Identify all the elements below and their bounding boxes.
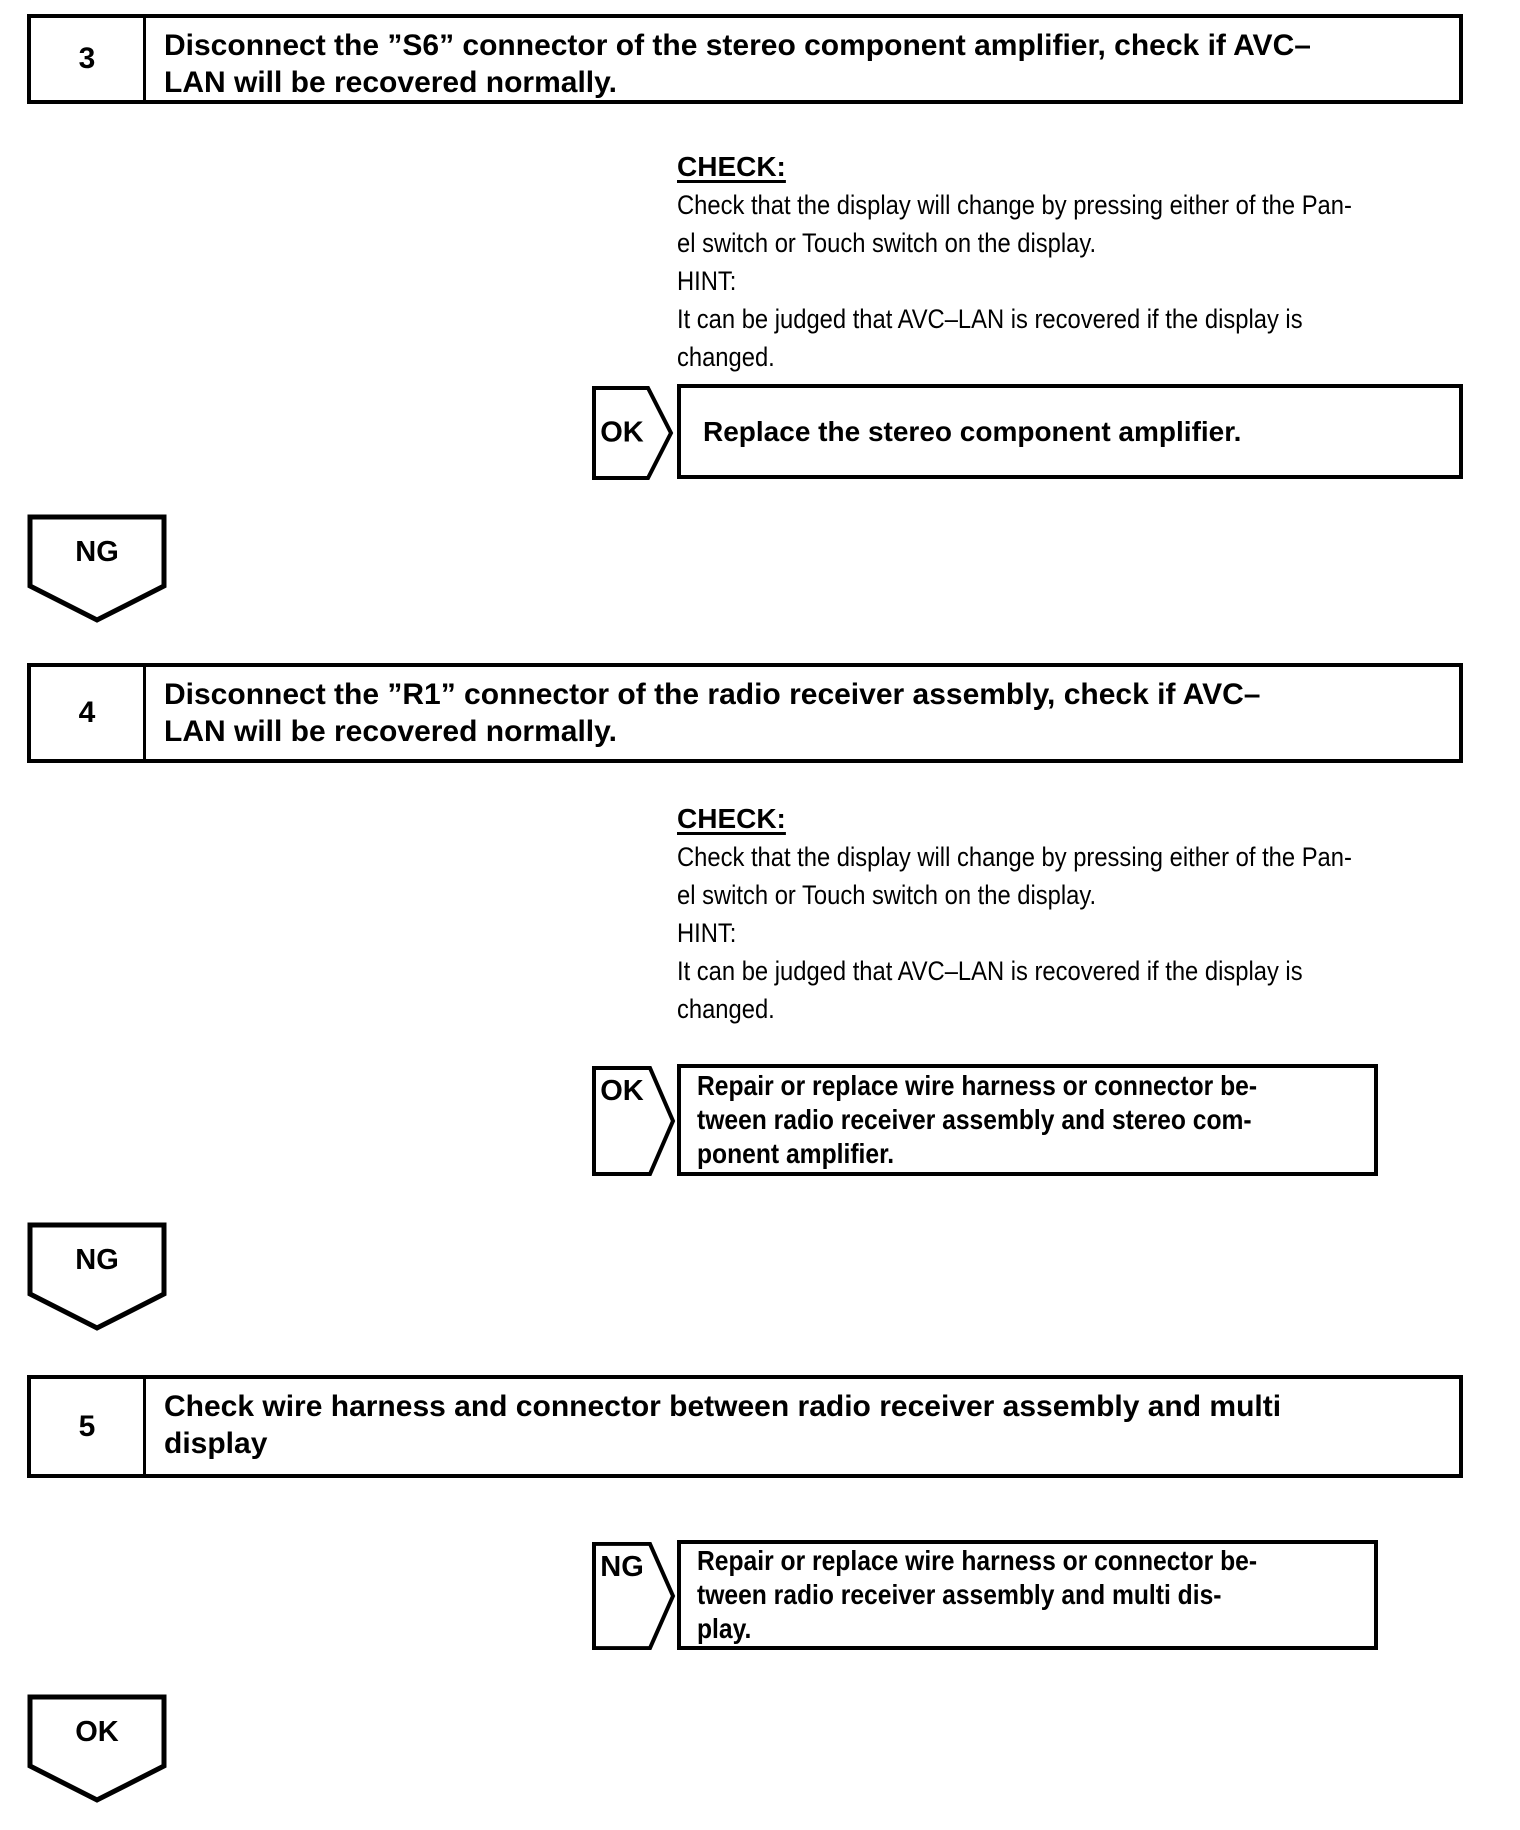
flow-label-ok: OK — [75, 1716, 119, 1748]
result-box-3: Repair or replace wire harness or connec… — [677, 1540, 1378, 1650]
step-3-number: 3 — [31, 18, 146, 100]
check-heading: CHECK: — [677, 803, 786, 834]
right-arrow-pentagon-icon — [592, 386, 674, 480]
down-arrow-pentagon-icon — [27, 1694, 167, 1803]
step-5-title: Check wire harness and connector between… — [164, 1390, 1282, 1460]
ok-arrow-pentagon-1: OK — [592, 386, 674, 480]
decision-label-ng: NG — [600, 1551, 644, 1583]
check-body: Check that the display will change by pr… — [677, 190, 1352, 372]
ng-flow-pentagon-2: NG — [27, 1222, 167, 1332]
result-text-1: Replace the stereo component amplifier. — [703, 415, 1242, 447]
ok-arrow-pentagon-2: OK — [592, 1066, 676, 1176]
step-3-title: Disconnect the ”S6” connector of the ste… — [164, 29, 1311, 99]
check-section-2: CHECK: Check that the display will chang… — [677, 800, 1477, 1028]
step-5-number: 5 — [31, 1379, 146, 1474]
down-arrow-pentagon-icon — [27, 1222, 167, 1331]
decision-label-ok-2: OK — [600, 1075, 644, 1107]
check-body: Check that the display will change by pr… — [677, 842, 1352, 1024]
step-5-box: 5 Check wire harness and connector betwe… — [27, 1375, 1463, 1478]
result-box-1: Replace the stereo component amplifier. — [677, 384, 1463, 479]
result-text-3: Repair or replace wire harness or connec… — [697, 1545, 1258, 1644]
right-arrow-pentagon-icon — [592, 1542, 676, 1650]
check-section-1: CHECK: Check that the display will chang… — [677, 148, 1477, 376]
right-arrow-pentagon-icon — [592, 1066, 676, 1176]
step-4-number: 4 — [31, 667, 146, 759]
step-4-title: Disconnect the ”R1” connector of the rad… — [164, 678, 1261, 748]
result-text-2: Repair or replace wire harness or connec… — [697, 1070, 1258, 1169]
check-heading: CHECK: — [677, 151, 786, 182]
ng-flow-pentagon-1: NG — [27, 514, 167, 624]
result-box-2: Repair or replace wire harness or connec… — [677, 1064, 1378, 1176]
flow-label-ng-1: NG — [75, 536, 119, 568]
ng-arrow-pentagon: NG — [592, 1542, 676, 1650]
down-arrow-pentagon-icon — [27, 514, 167, 623]
decision-label-ok-1: OK — [600, 416, 644, 449]
ok-flow-pentagon: OK — [27, 1694, 167, 1804]
step-3-box: 3 Disconnect the ”S6” connector of the s… — [27, 14, 1463, 104]
flow-label-ng-2: NG — [75, 1244, 119, 1276]
step-4-box: 4 Disconnect the ”R1” connector of the r… — [27, 663, 1463, 763]
